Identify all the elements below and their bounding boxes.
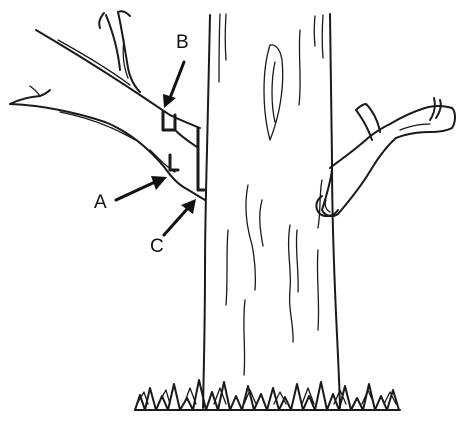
cut-a [170, 155, 178, 170]
pruning-cuts [163, 112, 204, 190]
cut-c [198, 128, 204, 190]
label-c: C [150, 236, 164, 257]
arrow-b [163, 62, 184, 108]
tree-trunk [203, 14, 340, 408]
arrow-a [116, 176, 167, 200]
right-branch [316, 98, 455, 216]
grass [135, 380, 400, 410]
label-b: B [176, 32, 189, 53]
label-a: A [94, 192, 107, 213]
arrow-c [164, 199, 196, 235]
